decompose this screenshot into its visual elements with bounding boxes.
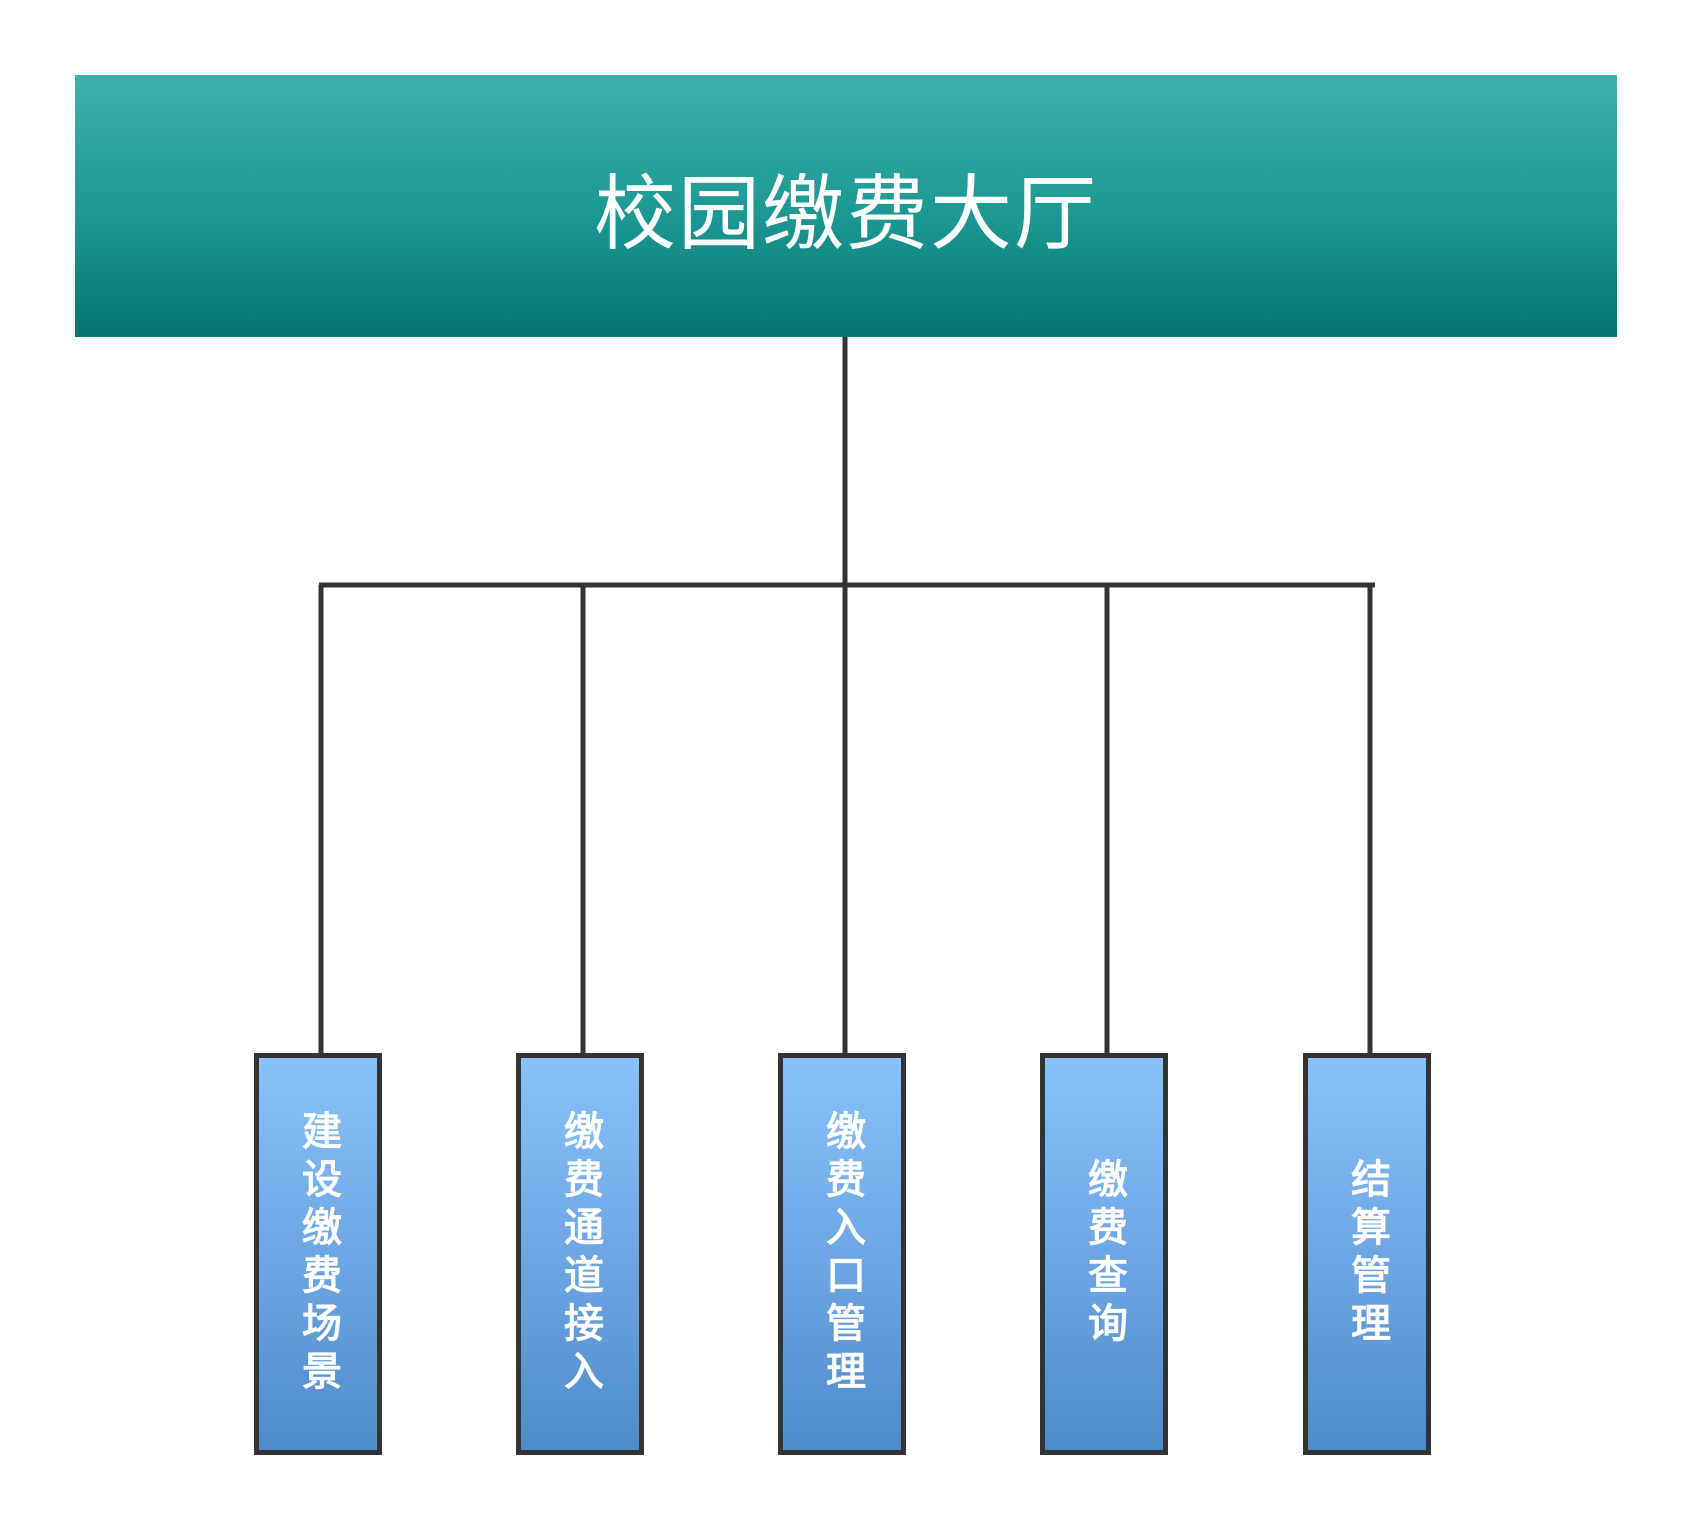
child-label-5: 结算管理 [1344, 1158, 1390, 1350]
child-node-3: 缴费入口管理 [778, 1053, 906, 1455]
child-node-1: 建设缴费场景 [254, 1053, 382, 1455]
child-node-4: 缴费查询 [1040, 1053, 1168, 1455]
child-node-2: 缴费通道接入 [516, 1053, 644, 1455]
child-label-4: 缴费查询 [1081, 1158, 1127, 1350]
child-label-3: 缴费入口管理 [819, 1110, 865, 1398]
child-label-2: 缴费通道接入 [557, 1110, 603, 1398]
child-node-5: 结算管理 [1303, 1053, 1431, 1455]
child-label-1: 建设缴费场景 [295, 1110, 341, 1398]
root-node: 校园缴费大厅 [75, 75, 1617, 337]
root-title: 校园缴费大厅 [593, 166, 1098, 262]
